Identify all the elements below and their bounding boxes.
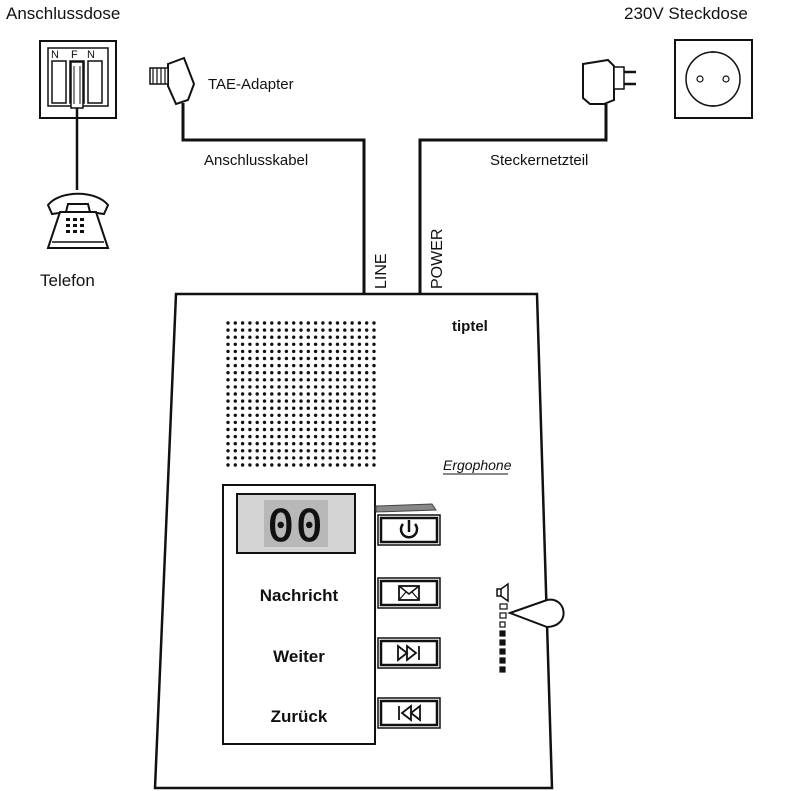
rewind-icon (398, 704, 421, 722)
line-port-label: LINE (373, 253, 390, 289)
button-label-back: Zurück (271, 707, 328, 726)
fast-forward-icon (397, 644, 420, 662)
button-label-next: Weiter (273, 647, 325, 666)
line-cable (181, 103, 366, 294)
power-cable (418, 104, 608, 294)
power-button[interactable] (377, 514, 441, 546)
power-supply-label: Steckernetzteil (490, 152, 588, 169)
power-icon (399, 520, 419, 539)
envelope-icon (398, 585, 420, 601)
power-outlet-icon (674, 39, 753, 119)
model-logo: Ergophone (443, 457, 512, 473)
socket-n-right-label: N (87, 49, 95, 61)
power-supply-icon (582, 58, 636, 105)
socket-n-left-label: N (51, 49, 59, 61)
tae-wall-socket: N F N (39, 40, 117, 119)
button-label-message: Nachricht (260, 586, 339, 605)
tae-adapter-icon (149, 56, 196, 106)
tae-adapter-label: TAE-Adapter (208, 76, 294, 93)
brand-logo: tiptel (452, 318, 488, 335)
forward-button[interactable] (377, 637, 441, 669)
socket-f-label: F (71, 49, 78, 61)
power-port-label: POWER (429, 229, 446, 289)
back-button[interactable] (377, 697, 441, 729)
telephone-icon (46, 192, 110, 249)
message-button[interactable] (377, 577, 441, 609)
volume-scale (499, 603, 508, 673)
volume-slider-knob[interactable] (507, 598, 565, 629)
counter-display: 00 (236, 493, 356, 554)
line-cable-label: Anschlusskabel (204, 152, 308, 169)
display-value: 00 (268, 501, 325, 552)
telephone-label: Telefon (40, 271, 95, 290)
power-outlet-label: 230V Steckdose (624, 4, 748, 23)
speaker-icon (496, 582, 509, 603)
wall-socket-label: Anschlussdose (6, 4, 120, 23)
speaker-grille (226, 321, 376, 467)
